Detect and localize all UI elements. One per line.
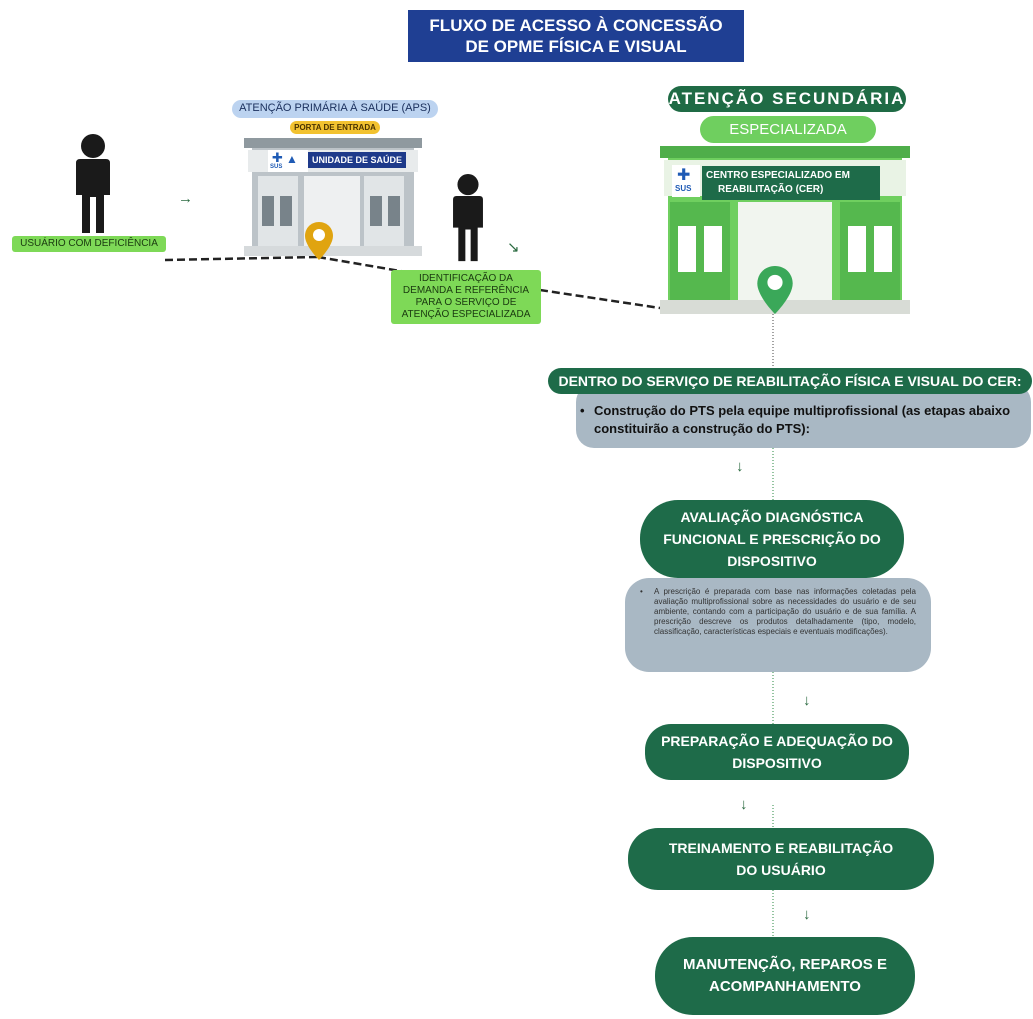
title-line-1: FLUXO DE ACESSO À CONCESSÃO xyxy=(429,16,723,35)
step-manutencao: MANUTENÇÃO, REPAROS E ACOMPANHAMENTO xyxy=(655,937,915,1015)
step-avaliacao: AVALIAÇÃO DIAGNÓSTICA FUNCIONAL E PRESCR… xyxy=(640,500,904,578)
person-icon xyxy=(453,174,483,262)
triangle-icon: ▲ xyxy=(286,152,298,166)
diagram-title: FLUXO DE ACESSO À CONCESSÃO DE OPME FÍSI… xyxy=(408,10,744,62)
arrow-down-icon: ↓ xyxy=(803,692,811,709)
cer-sign-line-2: REABILITAÇÃO (CER) xyxy=(718,184,824,195)
pts-box xyxy=(576,384,1031,448)
arrow-right-icon: → xyxy=(178,190,193,207)
prescricao-note-box xyxy=(625,578,931,672)
health-unit-sign: UNIDADE DE SAÚDE xyxy=(308,152,406,168)
dashed-line-user-aps xyxy=(164,255,319,262)
cer-header: DENTRO DO SERVIÇO DE REABILITAÇÃO FÍSICA… xyxy=(548,368,1032,394)
sus-logo-cer: ✚ SUS xyxy=(672,165,700,197)
arrow-down-icon: ↓ xyxy=(740,796,748,813)
atencao-secundaria-label: ATENÇÃO SECUNDÁRIA xyxy=(668,86,906,112)
cer-sign: CENTRO ESPECIALIZADO EM REABILITAÇÃO (CE… xyxy=(702,166,880,200)
cross-icon: ✚ xyxy=(272,150,283,165)
title-line-2: DE OPME FÍSICA E VISUAL xyxy=(465,37,687,56)
user-label: USUÁRIO COM DEFICIÊNCIA xyxy=(12,236,166,252)
aps-label: ATENÇÃO PRIMÁRIA À SAÚDE (APS) xyxy=(232,100,438,118)
step-preparacao: PREPARAÇÃO E ADEQUAÇÃO DO DISPOSITIVO xyxy=(645,724,909,780)
porta-entrada-badge: PORTA DE ENTRADA xyxy=(290,121,380,134)
dashed-line-ident-cer xyxy=(539,288,661,310)
prescricao-note: A prescrição é preparada com base nas in… xyxy=(654,587,916,636)
step-treinamento: TREINAMENTO E REABILITAÇÃO DO USUÁRIO xyxy=(628,828,934,890)
map-pin-green-icon xyxy=(757,266,793,314)
arrow-down-icon: ↓ xyxy=(736,458,744,475)
especializada-label: ESPECIALIZADA xyxy=(700,116,876,143)
person-icon xyxy=(76,134,110,233)
map-pin-yellow-icon xyxy=(305,222,333,260)
sus-text: SUS xyxy=(675,184,692,193)
cross-icon: ✚ xyxy=(677,167,691,184)
cer-sign-line-1: CENTRO ESPECIALIZADO EM xyxy=(706,170,850,181)
note-bullet-icon: • xyxy=(640,587,643,596)
sus-logo: ✚ ▲ SUS xyxy=(268,150,308,172)
arrow-down-icon: ↓ xyxy=(803,906,811,923)
pts-bullet-text: Construção do PTS pela equipe multiprofi… xyxy=(594,403,1011,436)
sus-text: SUS xyxy=(270,164,283,170)
bullet-icon: • xyxy=(580,403,585,418)
arrow-down-right-icon: ↘ xyxy=(507,239,520,256)
identificacao-label: IDENTIFICAÇÃO DA DEMANDA E REFERÊNCIA PA… xyxy=(391,270,541,324)
